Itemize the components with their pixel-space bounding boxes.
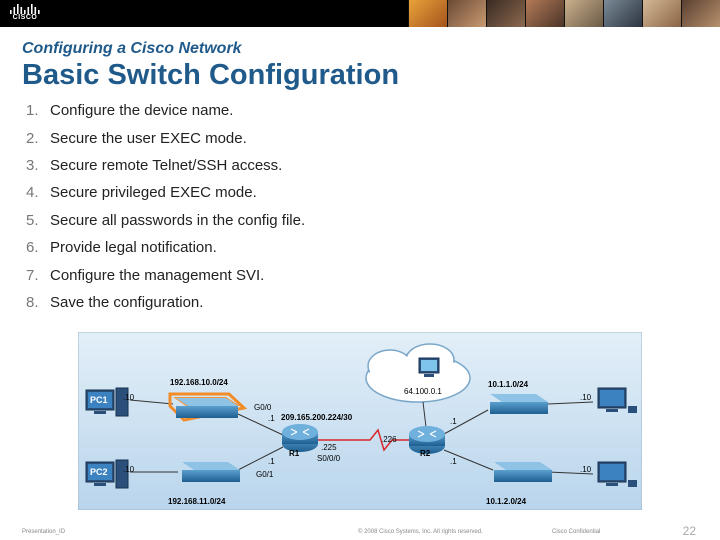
steps-list: 1. Configure the device name. 2. Secure th… (26, 97, 305, 316)
link-r2-s4 (443, 449, 494, 471)
step-item: 4. Secure privileged EXEC mode. (26, 179, 305, 206)
photo-7 (642, 0, 681, 27)
step-number: 5. (26, 211, 39, 229)
footer-confidential: Cisco Confidential (552, 529, 601, 535)
slide-title: Basic Switch Configuration (22, 59, 400, 91)
serial-link (316, 428, 411, 452)
lan4-label: 10.1.2.0/24 (486, 497, 527, 506)
pc4-computer-icon (597, 461, 637, 487)
step-text: Secure the user EXEC mode. (50, 129, 247, 147)
pc3-host-label: .10 (580, 393, 592, 402)
r1-g01-label: G0/1 (256, 470, 274, 479)
step-item: 6. Provide legal notification. (26, 234, 305, 261)
pc1-label: PC1 (90, 395, 108, 405)
diagram-background (78, 332, 642, 510)
switch-s4-icon (494, 462, 552, 482)
footer-copyright: © 2008 Cisco Systems, Inc. All rights re… (358, 529, 483, 535)
switch-s2-icon (182, 462, 240, 482)
serial-r1-host-label: .225 (321, 443, 337, 452)
top-bar: CISCO (0, 0, 720, 27)
step-text: Provide legal notification. (50, 239, 217, 257)
step-item: 5. Secure all passwords in the config fil… (26, 207, 305, 234)
server-pc-icon (418, 357, 440, 377)
lan2-label: 192.168.11.0/24 (168, 497, 226, 506)
serial-network-label: 209.165.200.224/30 (281, 413, 353, 422)
step-item: 2. Secure the user EXEC mode. (26, 124, 305, 151)
pc2-host-label: .10 (123, 465, 135, 474)
photo-5 (564, 0, 603, 27)
step-text: Configure the device name. (50, 102, 234, 120)
cisco-logo: CISCO (8, 3, 42, 23)
photo-2 (447, 0, 486, 27)
photo-8 (681, 0, 720, 27)
page-number: 22 (682, 524, 696, 538)
step-number: 6. (26, 239, 39, 257)
r1-g01-host-label: .1 (268, 457, 275, 466)
pc1-host-label: .10 (123, 393, 135, 402)
pc2-computer-icon (85, 459, 129, 489)
router-r2-icon (409, 426, 445, 454)
pc1-computer-icon (85, 387, 129, 417)
footer-presentation-id: Presentation_ID (22, 529, 66, 535)
step-number: 3. (26, 156, 39, 174)
serial-r1-interface-label: S0/0/0 (317, 454, 341, 463)
link-s1-r1 (237, 413, 284, 436)
step-item: 3. Secure remote Telnet/SSH access. (26, 152, 305, 179)
link-pc1-s1 (129, 399, 174, 405)
step-text: Configure the management SVI. (50, 266, 265, 284)
internet-host-label: 64.100.0.1 (404, 387, 442, 396)
step-number: 8. (26, 293, 39, 311)
photo-1 (408, 0, 447, 27)
step-number: 4. (26, 184, 39, 202)
cisco-bars-icon (10, 4, 40, 14)
photo-6 (603, 0, 642, 27)
link-s3-pc3 (547, 401, 594, 405)
serial-r2-host-label: .226 (381, 435, 397, 444)
r2-lan3-host-label: .1 (450, 417, 457, 426)
lan3-label: 10.1.1.0/24 (488, 380, 529, 389)
r1-label: R1 (289, 449, 300, 458)
link-s4-pc4 (547, 471, 594, 475)
network-topology-diagram: 64.100.0.1 PC1 .10 PC2 .10 192.168.10.0/… (78, 332, 642, 510)
step-item: 1. Configure the device name. (26, 97, 305, 124)
step-number: 1. (26, 102, 39, 120)
r2-label: R2 (420, 449, 431, 458)
link-s2-r1 (237, 446, 284, 471)
pc4-host-label: .10 (580, 465, 592, 474)
link-r2-cloud (422, 401, 427, 428)
step-text: Secure all passwords in the config file. (50, 211, 306, 229)
photo-strip (408, 0, 720, 27)
slide-subtitle: Configuring a Cisco Network (22, 40, 242, 57)
step-item: 8. Save the configuration. (26, 289, 305, 316)
step-item: 7. Configure the management SVI. (26, 261, 305, 288)
lan1-label: 192.168.10.0/24 (170, 378, 228, 387)
r1-g00-label: G0/0 (254, 403, 272, 412)
router-r1-icon (282, 424, 318, 452)
cisco-logo-text: CISCO (12, 14, 38, 21)
step-number: 7. (26, 266, 39, 284)
step-text: Save the configuration. (50, 293, 204, 311)
switch-s1-icon (168, 392, 248, 422)
pc2-label: PC2 (90, 467, 108, 477)
r2-lan4-host-label: .1 (450, 457, 457, 466)
step-text: Secure remote Telnet/SSH access. (50, 156, 283, 174)
switch-s3-icon (490, 394, 548, 414)
r1-g00-host-label: .1 (268, 414, 275, 423)
pc3-computer-icon (597, 387, 637, 413)
step-text: Secure privileged EXEC mode. (50, 184, 257, 202)
photo-4 (525, 0, 564, 27)
photo-3 (486, 0, 525, 27)
step-number: 2. (26, 129, 39, 147)
link-r2-s3 (443, 409, 489, 435)
